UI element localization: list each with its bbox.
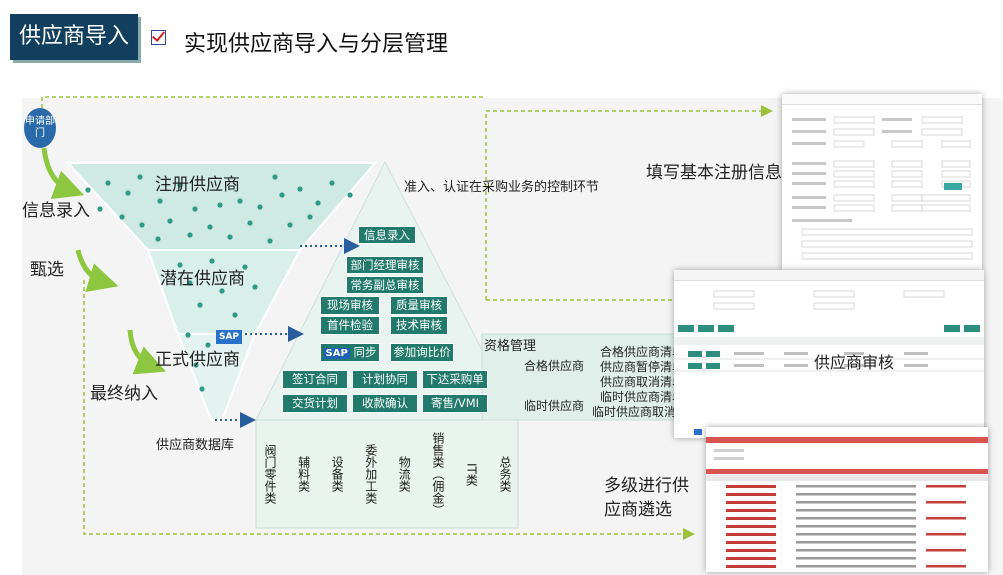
supplier-list-screenshot xyxy=(706,427,988,572)
box-contract: 签订合同 xyxy=(282,370,348,389)
registration-form-screenshot xyxy=(782,94,982,270)
box-quality-audit: 质量审核 xyxy=(390,296,448,315)
qualified-label: 合格供应商 xyxy=(524,359,585,373)
box-plan-collab: 计划协同 xyxy=(352,370,418,389)
list-cancelled: 供应商取消清单 xyxy=(600,375,685,389)
list-qualified: 合格供应商清单 xyxy=(600,345,685,359)
label-fill-registration: 填写基本注册信息 xyxy=(646,163,782,183)
category-aux: 辅料类 xyxy=(296,456,311,492)
list-suspended: 供应商暂停清单 xyxy=(600,360,685,374)
box-sap-sync: SAP 同步 xyxy=(320,343,380,362)
page-title-box: 供应商导入 xyxy=(10,14,138,60)
label-info-entry: 信息录入 xyxy=(22,201,90,221)
registration-form-fields xyxy=(792,116,973,260)
box-info-entry: 信息录入 xyxy=(358,226,416,244)
label-multi-level-selection: 多级进行供应商遴选 xyxy=(604,476,689,520)
box-delivery-plan: 交货计划 xyxy=(282,394,348,413)
funnel-potential: 潜在供应商 xyxy=(160,269,245,289)
categories-block xyxy=(255,419,519,529)
category-columns: 阀门零件类 辅料类 设备类 委外加工类 物流类 销售类（佣金） IT类 总务类 xyxy=(262,424,512,524)
list-temp-cancelled: 临时供应商取消清单 xyxy=(592,405,701,419)
box-consignment: 寄售/VMI xyxy=(422,394,488,413)
category-logistics: 物流类 xyxy=(397,456,412,492)
list-temp: 临时供应商清单 xyxy=(600,390,685,404)
funnel-formal: 正式供应商 xyxy=(155,350,240,370)
checkbox-icon xyxy=(151,30,166,45)
label-final-inclusion: 最终纳入 xyxy=(90,384,158,404)
category-sales: 销售类（佣金） xyxy=(430,432,445,516)
apply-dept-bubble: 申请部门 xyxy=(24,108,56,148)
label-screening: 甄选 xyxy=(30,260,64,280)
supplier-list-body xyxy=(706,437,988,568)
category-equipment: 设备类 xyxy=(330,456,345,492)
funnel-registered: 注册供应商 xyxy=(155,175,240,195)
temp-label: 临时供应商 xyxy=(524,399,585,413)
label-supplier-audit: 供应商审核 xyxy=(814,353,895,372)
pyramid-caption: 准入、认证在采购业务的控制环节 xyxy=(404,180,600,195)
qualification-title: 资格管理 xyxy=(484,339,537,354)
category-valve: 阀门零件类 xyxy=(263,444,277,504)
box-tech-audit: 技术审核 xyxy=(390,316,448,335)
audit-table-screenshot xyxy=(674,270,984,438)
box-vp-review: 常务副总审核 xyxy=(346,276,424,294)
box-po: 下达采购单 xyxy=(422,370,488,389)
box-receipt: 收款确认 xyxy=(352,394,418,413)
box-site-audit: 现场审核 xyxy=(320,296,380,315)
box-dept-manager: 部门经理审核 xyxy=(346,256,424,274)
audit-table-body xyxy=(674,290,984,435)
label-supplier-db: 供应商数据库 xyxy=(156,438,235,453)
box-inquiry: 参加询比价 xyxy=(390,343,454,362)
category-general: 总务类 xyxy=(497,456,512,492)
page-subtitle: 实现供应商导入与分层管理 xyxy=(184,32,449,57)
supplier-dots xyxy=(85,174,353,392)
box-first-article: 首件检验 xyxy=(320,316,380,335)
category-it: IT类 xyxy=(464,462,479,486)
sap-logo-small: SAP xyxy=(216,330,242,344)
category-outsource: 委外加工类 xyxy=(363,444,378,504)
